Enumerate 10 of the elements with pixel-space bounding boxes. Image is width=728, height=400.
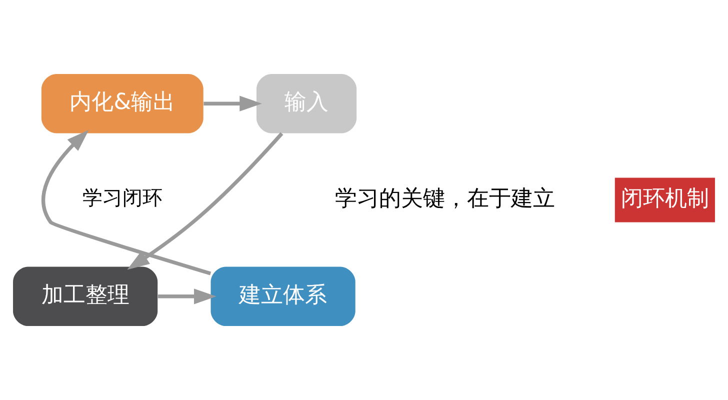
arrow: [127, 132, 284, 270]
arrow: [42, 130, 212, 276]
node-box: 建立体系: [210, 266, 356, 326]
arrow: [158, 288, 216, 304]
node-box: 内化&输出: [41, 74, 204, 134]
label: 学习闭环: [82, 186, 162, 210]
node-box: 加工整理: [13, 266, 158, 326]
arrow: [204, 96, 262, 112]
label: 学习的关键，在于建立: [334, 185, 555, 212]
label: 闭环机制: [620, 185, 709, 212]
